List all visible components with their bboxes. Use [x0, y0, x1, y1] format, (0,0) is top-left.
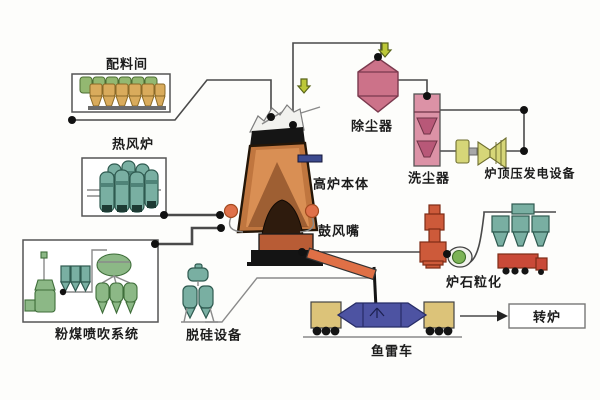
junction-dots	[68, 53, 528, 258]
flow-arrow-icons	[296, 42, 393, 94]
blast-furnace-icon	[223, 104, 323, 266]
truck-icon	[497, 253, 548, 275]
down-arrow-icon	[296, 78, 312, 94]
tuyere-left-icon	[223, 203, 239, 219]
label-dust-washer: 洗尘器	[407, 170, 451, 186]
label-pci-system: 粉煤喷吹系统	[54, 326, 140, 342]
label-tuyere: 鼓风嘴	[317, 223, 361, 239]
slag-granulation-icon	[419, 204, 473, 269]
label-dust-collector: 除尘器	[350, 118, 394, 134]
converter-box	[508, 303, 586, 329]
hot-blast-stove-icon	[81, 157, 167, 217]
label-top-pressure-power: 炉顶压发电设备	[484, 166, 576, 181]
tuyere-right-icon	[304, 203, 320, 219]
down-arrow-icon	[377, 42, 393, 58]
label-blast-furnace: 高炉本体	[312, 176, 370, 192]
label-slag-granulation: 炉石粒化	[445, 274, 503, 290]
iron-runner-icon	[305, 247, 377, 281]
slag-storage-icon	[491, 203, 550, 247]
label-batching-room: 配料间	[105, 56, 149, 72]
label-desiliconization: 脱硅设备	[185, 327, 243, 343]
dust-washer-icon	[413, 93, 441, 167]
label-hot-blast-stove: 热风炉	[111, 136, 155, 152]
dust-collector-icon	[357, 57, 399, 113]
arrow-right-icon	[497, 310, 508, 322]
power-generation-icon	[455, 136, 507, 170]
torpedo-car-icon	[310, 301, 455, 336]
desiliconization-icon	[181, 263, 218, 323]
label-converter: 转炉	[532, 309, 562, 325]
pci-system-icon	[22, 239, 159, 323]
batching-room-icon	[71, 73, 171, 113]
label-torpedo-car: 鱼雷车	[370, 343, 414, 359]
